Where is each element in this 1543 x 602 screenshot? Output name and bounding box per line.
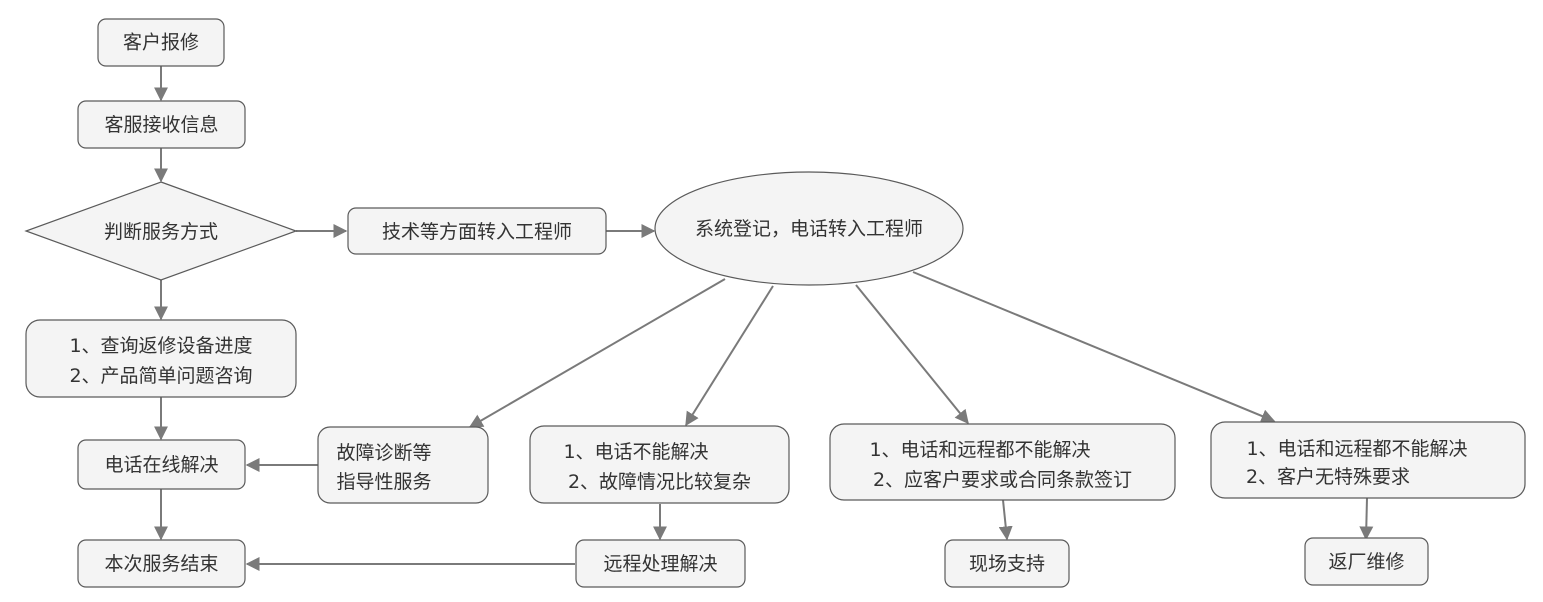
node-system-register-line-1: 系统登记，电话转入工程师 [695,218,923,240]
node-return-condition: 1、电话和远程都不能解决 2、客户无特殊要求 [1210,421,1526,499]
node-fault-guidance-line-2: 指导性服务 [336,471,431,493]
nodes-layer: 客户报修 客服接收信息 判断服务方式 技术等方面转入工程师 系统登记，电话转入工… [24,18,1526,588]
node-customer-report: 客户报修 [97,18,225,67]
edge-n14-n15 [1359,497,1374,541]
node-remote-solve: 远程处理解决 [575,539,746,588]
node-onsite-support: 现场支持 [944,539,1070,588]
node-tech-transfer: 技术等方面转入工程师 [347,207,607,255]
node-phone-fail-complex-line-1: 1、电话不能解决 [563,441,708,463]
node-onsite-condition: 1、电话和远程都不能解决 2、应客户要求或合同条款签订 [829,423,1176,501]
node-judge-method: 判断服务方式 [24,181,298,281]
node-return-condition-line-2: 2、客户无特殊要求 [1246,466,1410,488]
node-service-end-line-1: 本次服务结束 [104,553,218,575]
node-service-end: 本次服务结束 [77,539,246,588]
node-query-consult-line-1: 1、查询返修设备进度 [69,335,252,357]
node-phone-online-line-1: 电话在线解决 [104,454,218,476]
node-remote-solve-line-1: 远程处理解决 [603,553,717,575]
edge-n5-n9 [468,278,726,428]
edge-n5-n12 [855,284,969,425]
node-onsite-support-line-1: 现场支持 [969,553,1045,575]
node-fault-guidance-line-1: 故障诊断等 [336,442,431,464]
node-factory-repair: 返厂维修 [1304,537,1429,586]
node-onsite-condition-line-1: 1、电话和远程都不能解决 [869,439,1090,461]
node-fault-guidance: 故障诊断等 指导性服务 [317,426,489,504]
node-phone-fail-complex-line-2: 2、故障情况比较复杂 [568,471,751,493]
node-customer-report-line-1: 客户报修 [123,32,199,54]
node-phone-online: 电话在线解决 [77,439,246,490]
edges-layer [154,66,1374,571]
edge-n12-n13 [998,499,1013,541]
node-system-register: 系统登记，电话转入工程师 [654,171,964,286]
node-service-receive: 客服接收信息 [77,100,246,149]
edge-n5-n14 [912,271,1276,423]
node-factory-repair-line-1: 返厂维修 [1328,551,1404,573]
node-phone-fail-complex: 1、电话不能解决 2、故障情况比较复杂 [529,425,790,504]
node-judge-method-line-1: 判断服务方式 [104,221,218,243]
edge-n5-n10 [685,285,774,427]
node-onsite-condition-line-2: 2、应客户要求或合同条款签订 [873,469,1132,491]
node-tech-transfer-line-1: 技术等方面转入工程师 [382,221,572,243]
node-service-receive-line-1: 客服接收信息 [104,114,218,136]
node-return-condition-line-1: 1、电话和远程都不能解决 [1246,438,1467,460]
node-query-consult: 1、查询返修设备进度 2、产品简单问题咨询 [25,319,297,398]
node-query-consult-line-2: 2、产品简单问题咨询 [69,365,252,387]
